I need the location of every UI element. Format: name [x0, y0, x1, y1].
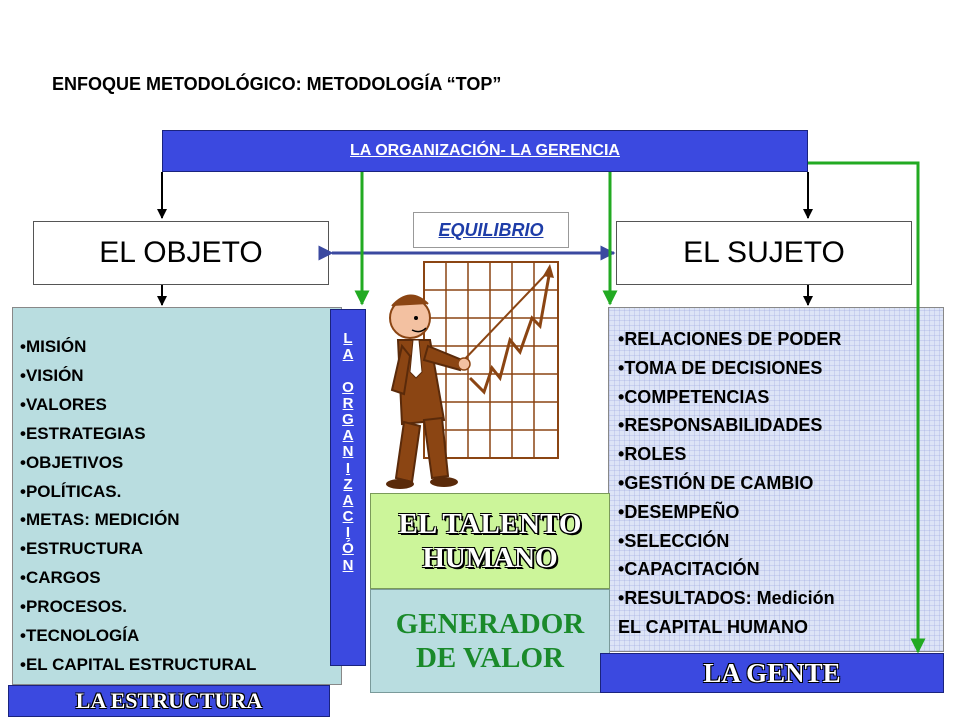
- people-footer: LA GENTE: [600, 653, 944, 693]
- letter: R: [342, 394, 354, 412]
- list-item: •CAPACITACIÓN: [618, 559, 760, 580]
- letter: Z: [343, 475, 353, 493]
- page-title: ENFOQUE METODOLÓGICO: METODOLOGÍA “TOP”: [52, 74, 502, 94]
- letter: C: [342, 508, 354, 526]
- value-generator-line1: GENERADOR: [395, 608, 585, 640]
- list-item: •COMPETENCIAS: [618, 386, 770, 407]
- letter: A: [342, 346, 354, 364]
- list-item: •METAS: MEDICIÓN: [20, 510, 180, 530]
- green-connectors: [354, 161, 926, 654]
- subject-box: EL SUJETO: [616, 221, 912, 285]
- list-item: •PROCESOS.: [20, 597, 128, 617]
- list-item: •SELECCIÓN: [618, 530, 730, 551]
- letter: A: [342, 427, 354, 445]
- list-item: •CARGOS: [20, 568, 101, 588]
- value-generator-box: GENERADOR DE VALOR: [370, 589, 610, 693]
- list-item: •RESULTADOS: Medición: [618, 588, 835, 609]
- list-item: •VALORES: [20, 394, 107, 414]
- organization-management-bar: LA ORGANIZACIÓN- LA GERENCIA: [162, 130, 808, 172]
- list-item: •TOMA DE DECISIONES: [618, 357, 823, 378]
- organization-vertical-label: L A O R G A N I Z A C I Ó N: [330, 309, 366, 666]
- letter: Ó: [342, 540, 354, 558]
- letter: A: [342, 491, 354, 509]
- human-capital-note: EL CAPITAL HUMANO: [618, 616, 809, 637]
- structure-panel: [12, 307, 342, 685]
- list-item-structural-capital: •EL CAPITAL ESTRUCTURAL: [20, 654, 257, 674]
- list-item: •ESTRUCTURA: [20, 539, 144, 559]
- list-item: •ROLES: [618, 444, 687, 465]
- list-item: •RELACIONES DE PODER: [618, 329, 842, 349]
- black-connectors: [157, 172, 813, 306]
- structure-list: •MISIÓN •VISIÓN •VALORES •ESTRATEGIAS •O…: [20, 333, 256, 680]
- letter: I: [345, 459, 351, 477]
- list-item: •RESPONSABILIDADES: [618, 415, 823, 436]
- people-panel: [608, 307, 944, 652]
- list-item: •POLÍTICAS.: [20, 481, 122, 501]
- list-item: •OBJETIVOS: [20, 452, 124, 472]
- structure-footer: LA ESTRUCTURA: [8, 685, 330, 717]
- businessman-chart-icon: [386, 261, 559, 489]
- letter: L: [343, 330, 353, 347]
- list-item: •DESEMPEÑO: [618, 501, 740, 522]
- people-list: •RELACIONES DE PODER •TOMA DE DECISIONES…: [618, 325, 841, 642]
- letter: N: [342, 443, 354, 461]
- list-item: •MISIÓN: [20, 337, 87, 356]
- value-generator-line2: DE VALOR: [415, 642, 564, 674]
- human-talent-box: EL TALENTO HUMANO: [370, 493, 610, 589]
- letter: O: [342, 378, 354, 396]
- letter: G: [342, 410, 354, 428]
- list-item: •VISIÓN: [20, 365, 84, 385]
- list-item: •ESTRATEGIAS: [20, 423, 146, 443]
- list-item: •GESTIÓN DE CAMBIO: [618, 472, 814, 493]
- letter: N: [342, 556, 354, 574]
- letter: I: [345, 524, 351, 542]
- human-talent-line2: HUMANO: [422, 542, 558, 574]
- green-arrow-right: [808, 161, 926, 654]
- list-item: •TECNOLOGÍA: [20, 626, 140, 646]
- human-talent-line1: EL TALENTO: [398, 508, 582, 540]
